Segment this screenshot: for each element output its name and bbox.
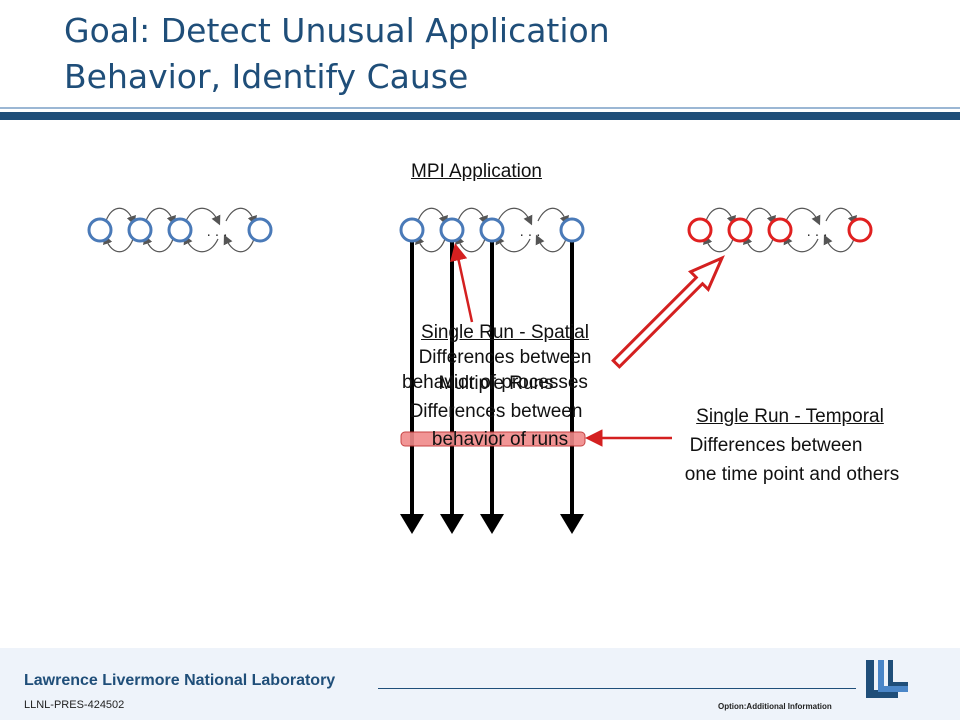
comm-arrow xyxy=(105,207,136,226)
process-node xyxy=(479,217,505,243)
comm-arrow xyxy=(537,207,569,226)
multi-run-block-arrow xyxy=(611,255,725,369)
process-node-anomalous xyxy=(847,217,873,243)
process-node xyxy=(399,217,425,243)
comm-arrow xyxy=(497,207,533,226)
comm-arrow xyxy=(823,234,855,253)
spatial-pointer-arrow xyxy=(450,243,474,323)
comm-arrow xyxy=(415,234,446,253)
comm-arrow xyxy=(145,207,176,226)
ellipsis-label: . . . xyxy=(207,223,228,240)
comm-arrow xyxy=(743,234,774,253)
comm-arrow xyxy=(417,207,448,226)
comm-arrow xyxy=(495,234,531,253)
process-node xyxy=(559,217,585,243)
lab-name: Lawrence Livermore National Laboratory xyxy=(24,672,336,689)
process-node xyxy=(247,217,273,243)
comm-arrow xyxy=(745,207,776,226)
temporal-line-1: Differences between xyxy=(689,435,863,456)
multi-run-label-block: Multiple Runs Differences between behavi… xyxy=(386,370,606,454)
comm-arrow xyxy=(455,234,486,253)
process-node xyxy=(167,217,193,243)
presentation-id: LLNL-PRES-424502 xyxy=(24,699,125,711)
slide-title-line-2: Behavior, Identify Cause xyxy=(64,57,469,96)
multi-line-2: behavior of runs xyxy=(431,429,569,450)
comm-arrow xyxy=(705,207,736,226)
comm-arrow xyxy=(185,207,221,226)
comm-arrow xyxy=(457,207,488,226)
comm-arrow xyxy=(183,234,219,253)
comm-arrow xyxy=(703,234,734,253)
ellipsis-label: . . . xyxy=(807,223,828,240)
comm-arrow xyxy=(825,207,857,226)
comm-arrow xyxy=(223,234,255,253)
process-node-anomalous xyxy=(687,217,713,243)
llnl-logo-icon xyxy=(866,660,908,698)
slide-title: Goal: Detect Unusual Application Behavio… xyxy=(64,8,610,100)
title-rule-thin xyxy=(0,107,960,109)
process-node xyxy=(127,217,153,243)
multi-heading: Multiple Runs xyxy=(438,373,554,394)
spatial-line-1: Differences between xyxy=(418,347,592,368)
comm-arrow xyxy=(143,234,174,253)
slide-title-line-1: Goal: Detect Unusual Application xyxy=(64,11,610,50)
process-group-left: . . . xyxy=(87,207,273,253)
comm-arrow xyxy=(103,234,134,253)
slide-footer xyxy=(0,648,960,720)
process-group-center: . . . xyxy=(399,207,586,534)
comm-arrow xyxy=(535,234,567,253)
footer-note: Option:Additional Information xyxy=(718,702,832,711)
ellipsis-label: . . . xyxy=(520,223,541,240)
comm-arrow xyxy=(785,207,821,226)
temporal-label-block: Single Run - Temporal Differences betwee… xyxy=(656,402,928,489)
process-node xyxy=(439,217,465,243)
process-node-anomalous xyxy=(767,217,793,243)
spatial-line-2: behavior of processes xyxy=(402,372,588,393)
comm-arrow xyxy=(225,207,257,226)
footer-rule xyxy=(378,688,856,689)
process-node-anomalous xyxy=(727,217,753,243)
process-node xyxy=(87,217,113,243)
temporal-line-2: one time point and others xyxy=(684,464,900,485)
comm-arrow xyxy=(783,234,819,253)
title-rule xyxy=(0,112,960,120)
spatial-heading: Single Run - Spatial xyxy=(421,322,589,343)
process-group-right: . . . xyxy=(687,207,873,253)
mpi-application-label: MPI Application xyxy=(411,161,542,182)
temporal-heading: Single Run - Temporal xyxy=(696,406,884,427)
multi-line-1: Differences between xyxy=(409,401,583,422)
spatial-label-block: Single Run - Spatial Differences between… xyxy=(398,320,612,395)
